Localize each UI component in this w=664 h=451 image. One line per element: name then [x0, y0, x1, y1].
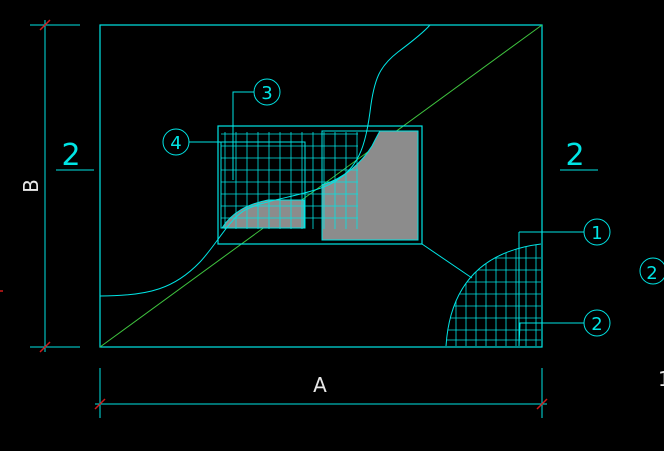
- break-line: [99, 24, 431, 297]
- slab-outline: [99, 24, 543, 348]
- section-mark-right-label: 2: [565, 138, 584, 173]
- callout-4-label: 4: [170, 133, 181, 154]
- callout-3-label: 3: [261, 83, 272, 104]
- dimension-horizontal-label: A: [313, 373, 327, 397]
- slab-diagonal: [99, 24, 543, 348]
- callout-1-label: 1: [591, 223, 602, 244]
- filled-region-right: [321, 130, 419, 241]
- edge-partial-circle-label: 2: [646, 263, 657, 284]
- dimension-horizontal: A: [94, 368, 548, 418]
- edge-partial-callout: 2: [639, 257, 664, 285]
- callout-3: 3: [232, 78, 281, 180]
- section-mark-left-label: 2: [61, 138, 80, 173]
- corner-detail: [445, 232, 542, 347]
- callout-2: 2: [518, 309, 611, 347]
- callout-1: 1: [519, 218, 611, 246]
- edge-partial-label: 1: [658, 367, 664, 391]
- dimension-vertical: B: [19, 19, 80, 353]
- leader-corner: [421, 243, 473, 279]
- callout-2-label: 2: [591, 314, 602, 335]
- opening-frame: [217, 125, 423, 245]
- opening-inner-right: [321, 130, 419, 241]
- section-mark-left: 2: [56, 138, 94, 173]
- section-mark-right: 2: [560, 138, 598, 173]
- leader-top-corner: [422, 112, 432, 126]
- callout-4: 4: [162, 128, 300, 156]
- filled-region-left: [221, 199, 305, 229]
- dimension-vertical-label: B: [19, 179, 43, 193]
- reinforcement-grid-opening: [221, 132, 358, 229]
